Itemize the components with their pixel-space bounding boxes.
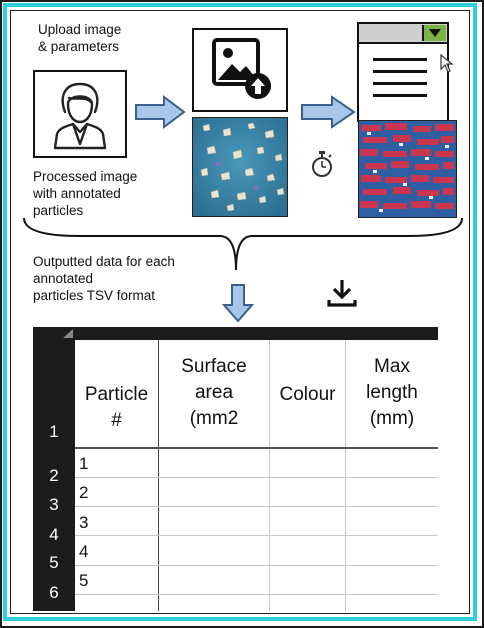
particle-cell[interactable]: 3 (79, 513, 89, 532)
column-header-particle: Particle # (75, 382, 158, 434)
user-icon (53, 82, 107, 150)
header-text-line: Particle (84, 384, 149, 405)
row-number[interactable]: 4 (49, 525, 59, 544)
row-divider (75, 594, 438, 595)
upload-label-line: Upload image (38, 22, 122, 37)
form-line (373, 82, 427, 85)
column-divider (158, 340, 159, 611)
row-divider (75, 506, 438, 507)
form-line (373, 94, 427, 97)
row-divider (75, 565, 438, 566)
header-text-line: (mm) (369, 408, 415, 429)
column-header-max-length: Max length (mm) (346, 354, 438, 432)
output-label-line: Outputted data for each (33, 254, 175, 269)
column-header-colour: Colour (270, 382, 345, 408)
form-line (373, 70, 427, 73)
row-number[interactable]: 6 (49, 583, 59, 602)
particle-cell[interactable]: 5 (79, 571, 89, 590)
chevron-down-icon (429, 29, 441, 37)
cell-area: Particle # Surface area (mm2 Colour Max … (75, 340, 438, 611)
form-line (373, 58, 427, 61)
column-header-strip (33, 327, 438, 340)
particle-cell[interactable]: 4 (79, 542, 89, 561)
header-text-line: Max (374, 356, 410, 377)
output-label-line: particles TSV format (33, 288, 156, 303)
stopwatch-icon (312, 151, 332, 177)
column-header-surface-area: Surface area (mm2 (159, 354, 269, 432)
user-box (33, 70, 127, 158)
cyan-frame (3, 3, 477, 621)
row-number[interactable]: 1 (49, 422, 59, 441)
processed-label-line: with annotated (33, 186, 121, 201)
upload-image-box (192, 28, 288, 112)
header-text-line: Surface (181, 356, 247, 377)
annotated-photo (359, 121, 456, 217)
download-icon[interactable] (326, 278, 358, 308)
form-window (357, 22, 449, 122)
particle-cell[interactable]: 1 (79, 454, 89, 473)
inner-frame (10, 10, 470, 614)
header-text-line: length (366, 382, 418, 403)
particles-photo (193, 118, 287, 216)
right-arrow (301, 95, 356, 129)
particles-image (192, 117, 288, 217)
header-text-line: Colour (279, 384, 336, 405)
right-arrow (135, 95, 186, 129)
header-text-line: # (111, 410, 122, 431)
row-number[interactable]: 5 (49, 553, 59, 572)
row-divider (75, 535, 438, 536)
annotated-image (358, 120, 457, 218)
header-text-line: area (194, 382, 234, 403)
select-all-corner[interactable] (33, 327, 75, 340)
curly-brace (23, 217, 463, 271)
down-arrow (222, 284, 254, 323)
image-upload-icon (212, 38, 271, 99)
row-number[interactable]: 3 (49, 495, 59, 514)
particle-cell[interactable]: 2 (79, 483, 89, 502)
output-label: Outputted data for each annotated partic… (33, 253, 175, 304)
output-label-line: annotated (33, 271, 94, 286)
row-divider (75, 477, 438, 478)
header-divider (75, 447, 438, 449)
spreadsheet: 1 2 3 4 5 6 Particle # Surface area (mm2… (33, 327, 438, 611)
dropdown-button[interactable] (422, 25, 446, 41)
header-text-line: (mm2 (189, 408, 239, 429)
column-divider (269, 340, 270, 611)
upload-label: Upload image & parameters (38, 21, 121, 55)
upload-label-line: & parameters (38, 39, 120, 54)
processed-label-line: particles (33, 203, 84, 218)
cursor-icon (440, 54, 454, 73)
processed-label: Processed image with annotated particles (33, 168, 137, 219)
row-number-column: 1 2 3 4 5 6 (33, 340, 75, 611)
column-divider (345, 340, 346, 611)
row-number[interactable]: 2 (49, 466, 59, 485)
processed-label-line: Processed image (33, 169, 138, 184)
